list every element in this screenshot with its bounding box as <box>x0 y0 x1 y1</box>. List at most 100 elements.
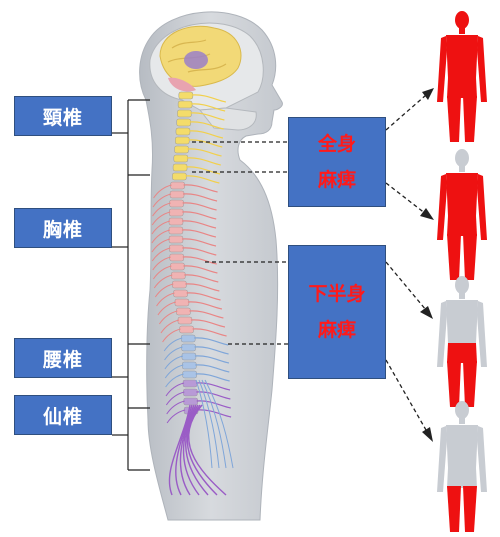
vertebra <box>172 280 187 289</box>
nerve-branch <box>183 265 218 274</box>
nerve-branch <box>153 274 173 289</box>
nerve-branch <box>186 166 221 175</box>
vertebra <box>177 109 192 118</box>
vertebra <box>182 379 198 388</box>
nerve-branch <box>189 121 224 130</box>
label-lumbar-text: 腰椎 <box>42 348 83 371</box>
sacral-nerve <box>185 404 209 496</box>
lumbar-nerve <box>195 379 213 469</box>
nerve-branch <box>195 364 230 373</box>
figure-right-arm <box>477 301 487 367</box>
figure-neck <box>459 418 465 424</box>
nerve-branch <box>192 328 227 337</box>
callout-lower-body-line2: 麻痺 <box>317 319 356 341</box>
sacral-nerve <box>182 404 200 496</box>
nerve-branch <box>188 130 224 139</box>
nerve-branch <box>191 94 226 103</box>
nerve-branch <box>153 184 172 199</box>
nerve-branch <box>181 229 217 238</box>
nerve-branch <box>182 256 217 265</box>
figure-right-leg <box>463 234 477 280</box>
vertebra <box>180 334 196 343</box>
vertebra <box>176 118 191 127</box>
callout-lower-body-paralysis: 下半身 麻痺 <box>288 245 386 379</box>
nerve-branch <box>194 337 229 346</box>
figure-neck <box>459 166 465 172</box>
vertebra <box>174 145 189 154</box>
nerve-branch <box>165 391 185 406</box>
vertebra <box>169 244 184 253</box>
sacral-nerve <box>187 404 227 496</box>
nerve-branch <box>186 292 221 301</box>
figure-pelvis <box>447 78 477 98</box>
figure-head <box>455 149 469 167</box>
nerve-branch <box>182 202 217 211</box>
figure-head <box>455 401 469 419</box>
nerve-branch <box>194 346 229 355</box>
label-thoracic: 胸椎 <box>14 208 112 248</box>
figure-torso <box>446 425 478 468</box>
nerve-branch <box>164 355 184 370</box>
callout-pointer-lines <box>192 141 289 345</box>
vertebra <box>169 253 184 262</box>
human-profile-silhouette <box>139 11 283 521</box>
figure-right-arm <box>477 36 487 102</box>
nerve-branch <box>182 211 217 220</box>
label-cervical-text: 頸椎 <box>42 106 83 129</box>
nerve-branch <box>187 148 222 157</box>
label-sacral-text: 仙椎 <box>42 405 83 428</box>
figure-torso <box>446 35 478 78</box>
figure-right-leg <box>463 361 477 407</box>
sacral-nerve <box>186 404 218 496</box>
sacral-nerve <box>175 404 193 496</box>
figure-arrows <box>385 94 427 431</box>
nerve-branch <box>195 382 231 391</box>
figure-left-arm <box>437 301 447 367</box>
nerve-branch <box>156 292 175 307</box>
vertebra <box>173 154 189 163</box>
nerve-branch <box>151 220 171 235</box>
nerve-branch <box>158 310 178 325</box>
sacral-nerve <box>168 404 191 496</box>
figure-neck <box>459 293 465 299</box>
label-cervical: 頸椎 <box>14 96 112 136</box>
figure-pelvis <box>447 343 477 363</box>
nerve-branch <box>191 103 226 112</box>
nerve-branch <box>157 301 177 316</box>
vertebra <box>183 397 198 406</box>
nerve-branch <box>152 256 171 271</box>
vertebra <box>174 136 190 145</box>
vertebra <box>175 127 191 136</box>
nerve-branch <box>181 220 217 229</box>
figure-right-arm <box>477 174 487 240</box>
nerve-branch <box>187 301 223 310</box>
figure-torso <box>446 300 478 343</box>
spinal-column <box>168 91 199 415</box>
label-thoracic-text: 胸椎 <box>42 218 83 241</box>
vertebra <box>170 181 185 190</box>
figure-left-leg <box>447 486 461 532</box>
nerve-branch <box>181 238 217 247</box>
vertebra <box>173 289 188 298</box>
nerve-branch <box>183 193 218 202</box>
vertebra <box>168 208 184 217</box>
figure-pelvis <box>447 468 477 488</box>
figure-head <box>455 276 469 294</box>
figure-left-leg <box>447 361 461 407</box>
nerve-branch <box>164 364 184 379</box>
vertebra <box>176 307 191 316</box>
figure-left-arm <box>437 174 447 240</box>
callout-full-body-paralysis: 全身 麻痺 <box>288 117 386 207</box>
lumbar-nerve <box>204 379 234 469</box>
nerve-branch <box>151 211 171 226</box>
spinal-nerves <box>151 94 234 496</box>
vertebra <box>177 316 193 325</box>
vertebra <box>179 325 194 334</box>
nerve-branch <box>164 346 183 361</box>
callout-full-body-line2: 麻痺 <box>317 169 356 191</box>
nerve-branch <box>152 265 172 280</box>
figure-torso <box>446 173 478 216</box>
callout-lower-body-line1: 下半身 <box>308 283 366 305</box>
nerve-branch <box>163 337 183 352</box>
vertebra <box>171 271 186 280</box>
